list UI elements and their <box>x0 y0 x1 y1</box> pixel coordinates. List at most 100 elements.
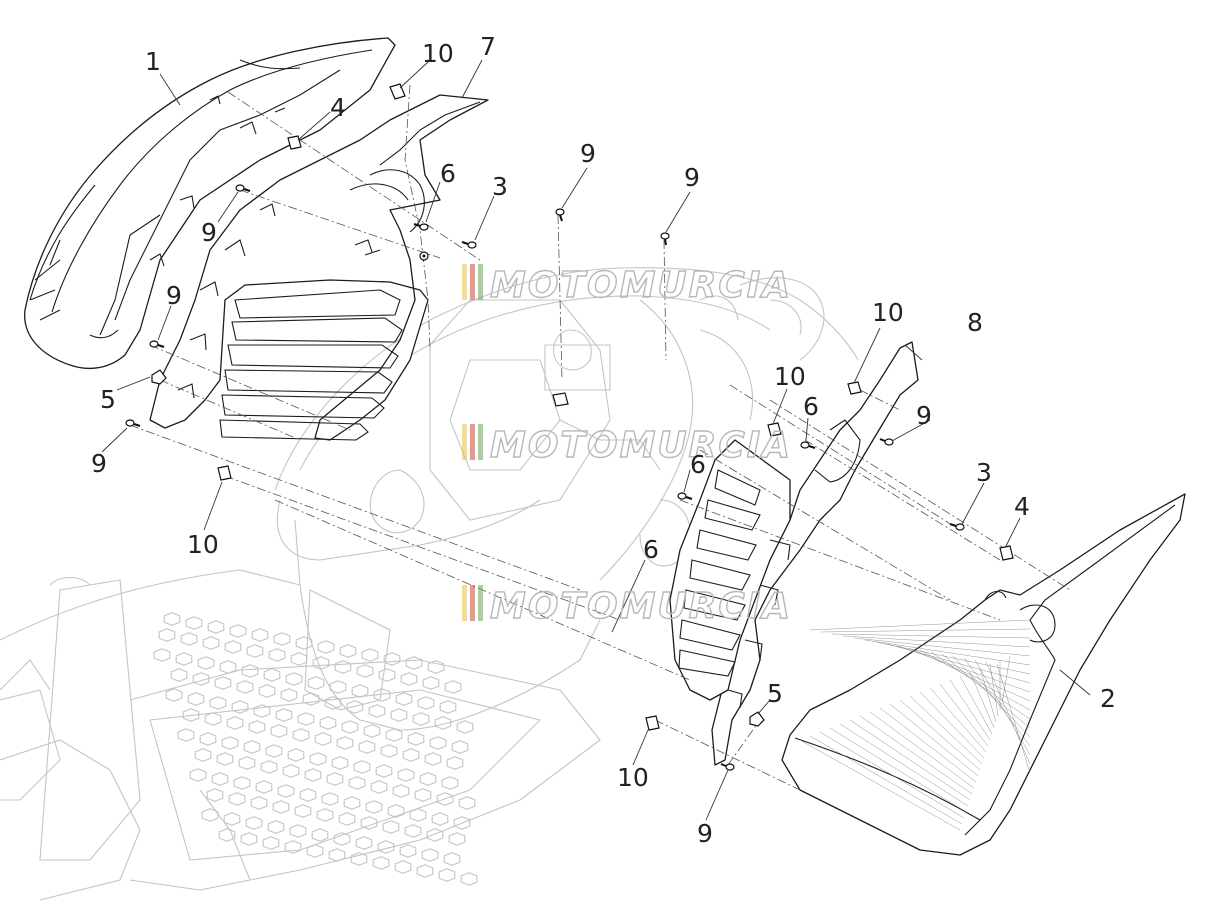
floor-hex <box>295 636 313 650</box>
floor-hex <box>444 680 462 694</box>
mesh-line <box>831 633 1031 639</box>
floor-hex <box>456 720 474 734</box>
callout-label: 7 <box>480 32 496 61</box>
floor-hex <box>158 628 176 642</box>
callout-label: 4 <box>330 93 346 122</box>
floor-hex <box>443 852 461 866</box>
floor-hex <box>436 792 454 806</box>
floor-hex <box>177 728 195 742</box>
mesh-line <box>919 691 985 759</box>
mesh-line <box>996 663 1031 774</box>
floor-hex <box>451 740 469 754</box>
floor-hex <box>240 832 258 846</box>
floor-hex <box>219 660 237 674</box>
floor-hex <box>192 672 210 686</box>
floor-hex <box>277 784 295 798</box>
mesh-line <box>869 711 975 789</box>
floor-hex <box>319 716 337 730</box>
floor-hex <box>250 796 268 810</box>
floor-hex <box>426 828 444 842</box>
clip-nut-icon <box>767 422 782 437</box>
mesh-line <box>819 731 965 819</box>
floor-hex <box>336 736 354 750</box>
floor-hex <box>233 776 251 790</box>
mesh-line <box>809 735 963 825</box>
mesh-line <box>919 649 1031 711</box>
floor-hex <box>334 660 352 674</box>
floor-hex <box>363 724 381 738</box>
floor-hex <box>280 688 298 702</box>
floor-hex <box>373 688 391 702</box>
floor-hex <box>284 840 302 854</box>
floor-hex <box>275 708 293 722</box>
fasteners <box>125 83 1014 771</box>
mesh-line <box>839 723 969 807</box>
screw-icon <box>125 419 141 427</box>
mesh-line <box>1001 655 1011 705</box>
floor-hex <box>206 788 224 802</box>
floor-hex <box>221 736 239 750</box>
floor-hex <box>231 700 249 714</box>
screw-icon <box>235 184 251 192</box>
part-7-left-grille-panel <box>149 94 489 441</box>
floor-hex <box>402 748 420 762</box>
callout-label: 9 <box>201 218 217 247</box>
floor-hex <box>228 792 246 806</box>
floor-hex <box>251 628 269 642</box>
callout-label: 5 <box>767 679 783 708</box>
floor-hex <box>290 652 308 666</box>
callout-label: 8 <box>967 308 983 337</box>
clip-nut-icon <box>645 715 660 731</box>
floor-hex <box>253 704 271 718</box>
callout-label: 6 <box>690 450 706 479</box>
floor-hex <box>307 676 325 690</box>
mesh-line <box>829 727 967 813</box>
watermark-stripe-green <box>478 585 483 621</box>
floor-hex <box>397 768 415 782</box>
floor-hex <box>346 700 364 714</box>
frame-ghost-outline <box>0 267 859 901</box>
watermark-stripe-green <box>478 264 483 300</box>
mesh-line <box>929 687 987 753</box>
mesh-line <box>908 647 1031 702</box>
floor-hex <box>236 680 254 694</box>
floor-hex <box>209 696 227 710</box>
floor-hex <box>321 792 339 806</box>
floor-hex <box>282 764 300 778</box>
floor-hex <box>427 660 445 674</box>
floor-hex <box>458 796 476 810</box>
floor-hex <box>246 644 264 658</box>
mesh-line <box>899 699 981 771</box>
screw-icon <box>949 523 965 531</box>
floor-hex <box>370 780 388 794</box>
watermark-stripe-red <box>470 585 475 621</box>
floor-hex <box>355 836 373 850</box>
floor-hex <box>314 732 332 746</box>
callout-label: 6 <box>440 159 456 188</box>
floor-hex <box>302 692 320 706</box>
callout-label: 10 <box>187 530 219 559</box>
floor-hex <box>224 640 242 654</box>
leader-lines <box>101 59 1091 821</box>
floor-hex <box>273 632 291 646</box>
watermark-top: MOTOMURCIA <box>462 264 792 307</box>
rivet-icon <box>151 369 167 385</box>
floor-hex <box>429 736 447 750</box>
floor-hex <box>348 776 366 790</box>
floor-hex <box>175 652 193 666</box>
floor-hex <box>299 788 317 802</box>
grille-louvers-right <box>678 469 761 677</box>
floor-hex <box>263 668 281 682</box>
mesh-line <box>959 675 993 735</box>
floor-hex <box>199 732 217 746</box>
floor-hex <box>260 760 278 774</box>
floor-hex <box>316 808 334 822</box>
floor-hex <box>409 808 427 822</box>
callout-label: 10 <box>872 298 904 327</box>
watermark-middle: MOTOMURCIA <box>462 424 791 467</box>
mesh-line <box>989 663 999 717</box>
watermark-text: MOTOMURCIA <box>490 265 792 306</box>
mesh-line <box>939 683 989 747</box>
watermark-stripe-red <box>470 264 475 300</box>
mesh-line <box>949 679 991 741</box>
